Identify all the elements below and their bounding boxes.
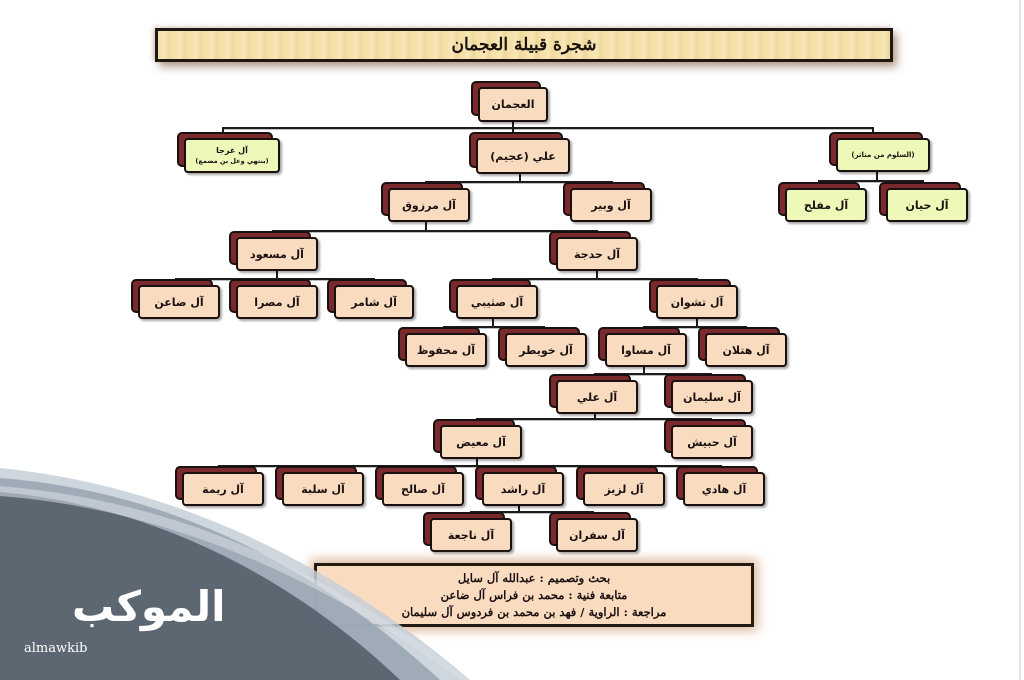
node-ali-ajeem: علي (عجيم) xyxy=(469,132,570,174)
node-rayma: آل ريمة xyxy=(175,466,264,506)
node-najeah: آل ناجعة xyxy=(423,512,512,552)
node-daen: آل ضاعن xyxy=(131,279,220,319)
node-shamir: آل شامر xyxy=(327,279,414,319)
brand-logo-text: الموكب xyxy=(72,582,226,631)
node-ali: آل علي xyxy=(549,374,638,414)
node-rashid: آل راشد xyxy=(475,466,564,506)
node-label: آل معيض xyxy=(456,435,506,449)
node-label: آل حيان xyxy=(905,198,949,212)
node-salba: آل سلبة xyxy=(275,466,364,506)
node-label: آل مفلح xyxy=(803,198,849,212)
node-marzouq: آل مرزوق xyxy=(381,182,470,222)
node-saleh: آل صالح xyxy=(375,466,464,506)
page-edge-line xyxy=(1019,0,1021,680)
node-label: آل حبيش xyxy=(687,435,737,449)
node-mahfouz: آل محفوظ xyxy=(398,327,487,367)
node-label: العجمان xyxy=(491,98,535,111)
node-hatlan: آل هتلان xyxy=(698,327,787,367)
node-label: آل صالح xyxy=(401,482,445,496)
node-hayyan: آل حيان xyxy=(879,182,968,222)
credit-technical: متابعة فنية : محمد بن فراس آل ضاعن xyxy=(440,587,628,602)
node-label: علي (عجيم) xyxy=(490,149,556,163)
node-label: آل خويطر xyxy=(519,343,573,357)
node-label: آل سليمان xyxy=(683,390,741,404)
node-label: آل مصرا xyxy=(254,295,300,309)
node-label: آل مسعود xyxy=(250,247,304,261)
node-label: آل تشوان xyxy=(670,295,724,309)
node-hubaish: آل حبيش xyxy=(664,419,753,459)
node-muaidh: آل معيض xyxy=(433,419,522,459)
node-root: العجمان xyxy=(471,81,548,122)
node-masoud: آل مسعود xyxy=(229,231,318,271)
node-label: آل مرزوق xyxy=(402,198,456,212)
credits-box: بحث وتصميم : عبدالله آل سايل متابعة فنية… xyxy=(314,563,754,627)
node-label: آل ناجعة xyxy=(447,528,495,542)
node-label: آل هتلان xyxy=(722,343,770,357)
node-safran: آل سفران xyxy=(549,512,638,552)
node-tashwan: آل تشوان xyxy=(649,279,738,319)
node-note: (ينتهي وعل بن مضمع) xyxy=(195,157,269,165)
node-ghurja: آل غرجا (ينتهي وعل بن مضمع) xyxy=(177,132,280,173)
node-wabir: آل وبير xyxy=(563,182,652,222)
node-label: (السلوم من متاثر) xyxy=(851,151,915,159)
node-label: آل شامر xyxy=(351,295,397,309)
node-label: آل وبير xyxy=(591,198,631,212)
node-khuwaiter: آل خويطر xyxy=(498,327,587,367)
node-label: آل غرجا xyxy=(216,146,248,155)
node-label: آل ريمة xyxy=(202,482,244,496)
node-salloum: (السلوم من متاثر) xyxy=(829,132,930,172)
node-laziz: آل لزيز xyxy=(576,466,665,506)
node-label: آل هادي xyxy=(701,482,747,496)
node-label: آل سفران xyxy=(569,528,625,542)
credit-research: بحث وتصميم : عبدالله آل سايل xyxy=(457,570,611,585)
brand-latin-text: almawkib xyxy=(24,641,88,656)
node-sulaiman: آل سليمان xyxy=(664,374,753,414)
node-sathibi: آل صثيبي xyxy=(449,279,538,319)
node-label: آل راشد xyxy=(500,482,546,496)
node-label: آل ضاعن xyxy=(154,295,204,309)
node-muflih: آل مفلح xyxy=(778,182,867,222)
node-hadjah: آل حدجة xyxy=(549,231,638,271)
node-label: آل حدجة xyxy=(573,247,621,261)
node-label: آل سلبة xyxy=(301,482,345,496)
node-label: آل علي xyxy=(576,390,618,404)
node-label: آل محفوظ xyxy=(416,343,476,357)
node-label: آل صثيبي xyxy=(470,295,524,309)
diagram-title: شجرة قبيلة العجمان xyxy=(451,35,597,55)
node-masawa: آل مساوا xyxy=(598,327,687,367)
diagram-title-banner: شجرة قبيلة العجمان xyxy=(155,28,893,62)
node-label: آل لزيز xyxy=(604,482,644,496)
node-misra: آل مصرا xyxy=(229,279,318,319)
credit-review: مراجعة : الراوية / فهد بن محمد بن فردوس … xyxy=(401,604,667,619)
node-hadi: آل هادي xyxy=(676,466,765,506)
node-label: آل مساوا xyxy=(621,343,671,357)
